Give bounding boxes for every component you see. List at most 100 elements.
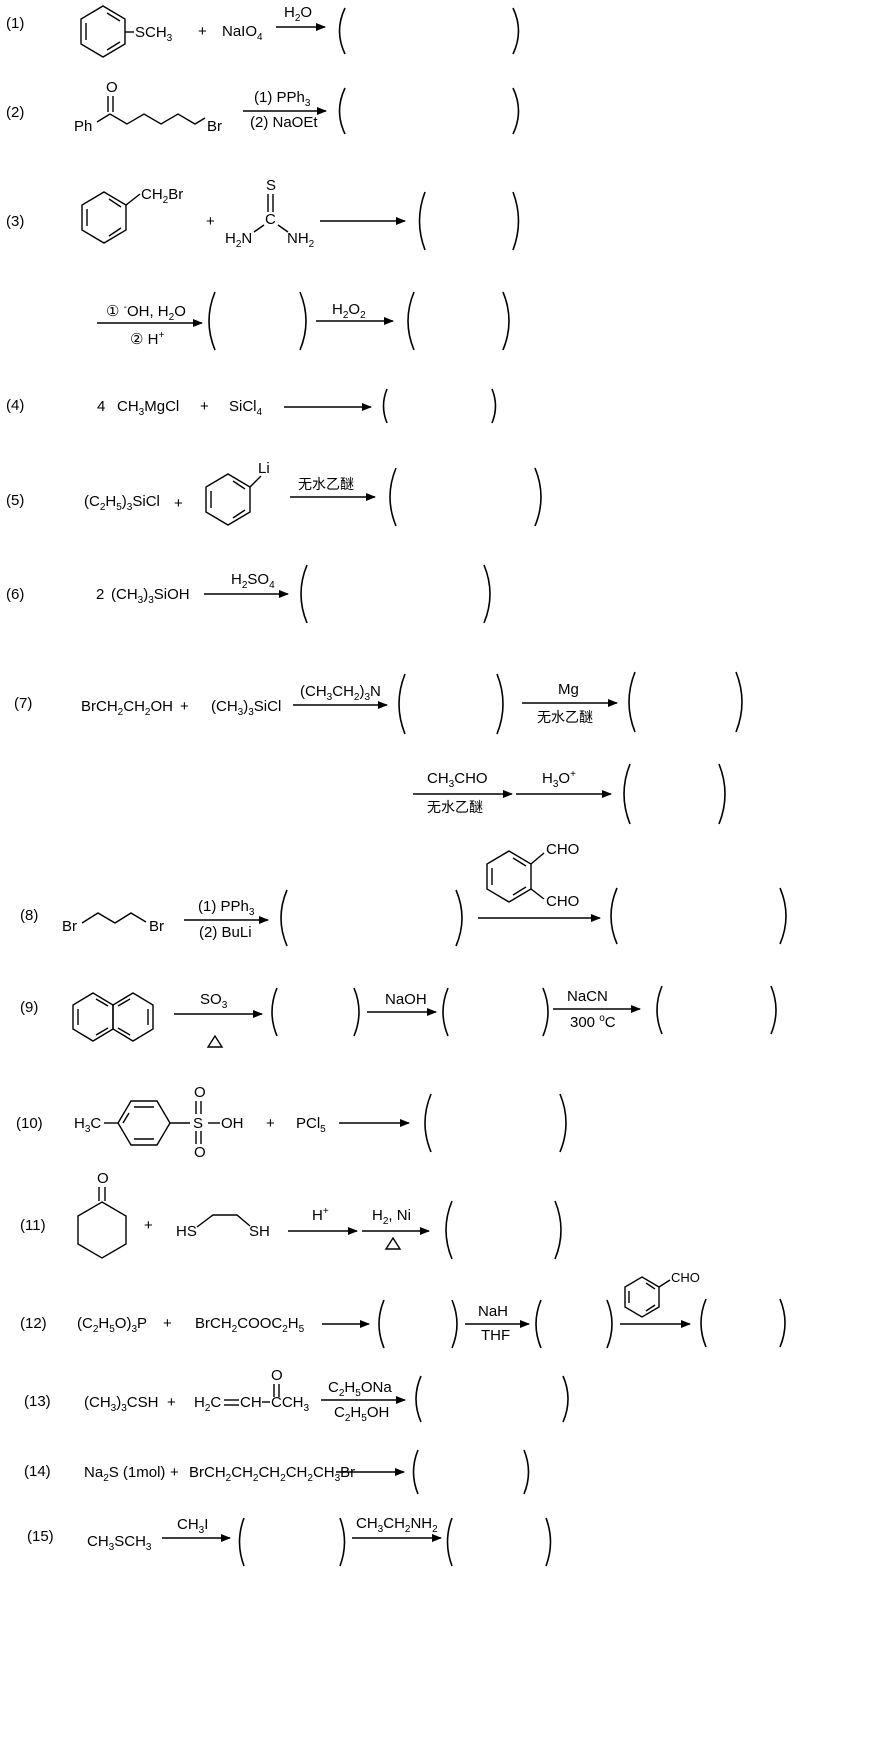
answer-blank bbox=[238, 1517, 346, 1567]
amino-left: H2N bbox=[225, 230, 252, 250]
thiourea-bonds bbox=[253, 194, 289, 233]
reaction-number: (10) bbox=[16, 1115, 43, 1132]
toluene-ring bbox=[104, 1100, 190, 1146]
answer-blank bbox=[338, 87, 520, 135]
reaction-number: (7) bbox=[14, 695, 32, 712]
condition-2: ② H+ bbox=[130, 330, 164, 348]
answer-blank bbox=[407, 291, 510, 351]
condition-1: (1) PPh3 bbox=[254, 89, 311, 109]
plus-sign: + bbox=[180, 698, 189, 715]
oxygen-label: O bbox=[194, 1084, 206, 1101]
reaction-number: (4) bbox=[6, 397, 24, 414]
condition-2: (2) NaOEt bbox=[250, 114, 318, 131]
condition-triethylamine: (CH3CH2)3N bbox=[300, 683, 381, 703]
bromo-label: Br bbox=[149, 918, 164, 935]
reagent-sodium-sulfide: Na2S (1mol) bbox=[84, 1464, 165, 1484]
reaction-12: (12) (C2H5O)3P + BrCH2COOC2H5 NaH THF CH… bbox=[20, 1270, 786, 1349]
reagent-tert-butyl-thiol: (CH3)3CSH bbox=[84, 1394, 158, 1414]
carbonyl-oxygen: O bbox=[97, 1170, 109, 1187]
reaction-number: (1) bbox=[6, 15, 24, 32]
reaction-14: (14) Na2S (1mol) + BrCH2CH2CH2CH2CH3Br bbox=[24, 1449, 530, 1495]
answer-blank bbox=[271, 987, 360, 1037]
methylthio-group: SCH3 bbox=[135, 24, 173, 44]
naphthalene bbox=[72, 992, 154, 1042]
reagent-bromoethanol: BrCH2CH2OH bbox=[81, 698, 173, 718]
reaction-6: (6) 2 (CH3)3SiOH H2SO4 bbox=[6, 564, 491, 624]
benzyl-bromide-label: CH2Br bbox=[141, 186, 183, 206]
answer-blank bbox=[623, 763, 726, 825]
oxygen-label: O bbox=[194, 1144, 206, 1161]
reaction-number: (13) bbox=[24, 1393, 51, 1410]
propane-chain bbox=[81, 912, 147, 924]
reaction-15: (15) CH3SCH3 CH3I CH3CH2NH2 bbox=[27, 1515, 552, 1567]
condition-methyl-iodide: CH3I bbox=[177, 1516, 208, 1536]
coefficient: 2 bbox=[96, 586, 104, 603]
carbonyl-oxygen: O bbox=[106, 79, 118, 96]
reaction-number: (8) bbox=[20, 907, 38, 924]
vinyl-carbon-label: H2C bbox=[194, 1394, 221, 1414]
vinyl-ketone-bonds bbox=[224, 1384, 280, 1406]
phenyl-label: Ph bbox=[74, 118, 92, 135]
answer-blank bbox=[628, 671, 743, 733]
sulfonyl-bonds bbox=[195, 1101, 220, 1144]
phthalaldehyde-ring bbox=[486, 850, 545, 903]
reaction-number: (2) bbox=[6, 104, 24, 121]
condition-anhydrous-ether: 无水乙醚 bbox=[537, 710, 593, 726]
plus-sign: + bbox=[198, 23, 207, 40]
condition-ethylamine: CH3CH2NH2 bbox=[356, 1515, 438, 1535]
plus-sign: + bbox=[266, 1115, 275, 1132]
reagent-triethylchlorosilane: (C2H5)3SiCl bbox=[84, 493, 160, 513]
condition-3: H2O2 bbox=[332, 301, 366, 321]
reaction-number: (9) bbox=[20, 999, 38, 1016]
thiourea-sulfur: S bbox=[266, 177, 276, 194]
reagent-triethyl-phosphite: (C2H5O)3P bbox=[77, 1315, 147, 1335]
plus-sign: + bbox=[167, 1394, 176, 1411]
methyl-label: H3C bbox=[74, 1115, 101, 1135]
answer-blank bbox=[389, 467, 542, 527]
reaction-7: (7) BrCH2CH2OH + (CH3)3SiCl (CH3CH2)3N M… bbox=[14, 671, 743, 825]
condition-hydrogenation: H2, Ni bbox=[372, 1207, 411, 1227]
condition-1: ① -OH, H2O bbox=[106, 302, 186, 323]
reagent-ch3mgcl: CH3MgCl bbox=[117, 398, 179, 418]
reaction-10: (10) H3C O S O OH + PCl5 bbox=[16, 1084, 567, 1161]
plus-sign: + bbox=[174, 495, 183, 512]
condition-anhydrous-ether: 无水乙醚 bbox=[298, 477, 354, 493]
bromo-label: Br bbox=[62, 918, 77, 935]
reaction-8: (8) Br Br (1) PPh3 (2) BuLi CHO CHO bbox=[20, 841, 787, 947]
reagent-trimethylchlorosilane: (CH3)3SiCl bbox=[211, 698, 281, 718]
coefficient: 4 bbox=[97, 398, 105, 415]
reaction-5: (5) (C2H5)3SiCl + Li 无水乙醚 bbox=[6, 460, 542, 527]
condition-anhydrous-ether: 无水乙醚 bbox=[427, 800, 483, 816]
answer-blank bbox=[280, 889, 463, 947]
condition-sodium-ethoxide: C2H5ONa bbox=[328, 1379, 392, 1399]
thiol-label: HS bbox=[176, 1223, 197, 1240]
answer-blank bbox=[415, 1375, 569, 1423]
condition-nah: NaH bbox=[478, 1303, 508, 1320]
reagent-dimethyl-sulfide: CH3SCH3 bbox=[87, 1533, 152, 1553]
benzaldehyde-ring bbox=[624, 1276, 671, 1318]
hydroxyl-label: OH bbox=[221, 1115, 244, 1132]
answer-blank bbox=[535, 1299, 613, 1349]
reaction-number: (12) bbox=[20, 1315, 47, 1332]
condition-1: (1) PPh3 bbox=[198, 898, 255, 918]
aldehyde-label: CHO bbox=[671, 1270, 700, 1285]
condition-ethanol: C2H5OH bbox=[334, 1404, 389, 1424]
reagent-trimethylsilanol: (CH3)3SiOH bbox=[111, 586, 190, 606]
reaction-2: (2) O Ph Br (1) PPh3 (2) NaOEt bbox=[6, 79, 520, 135]
reaction-number: (14) bbox=[24, 1463, 51, 1480]
heat-triangle-icon bbox=[384, 1236, 402, 1250]
condition-magnesium: Mg bbox=[558, 681, 579, 698]
condition-thf: THF bbox=[481, 1327, 510, 1344]
reaction-3: (3) CH2Br + S C H2N NH2 ① -OH, H2O ② H+ … bbox=[6, 177, 520, 351]
reagent-sicl4: SiCl4 bbox=[229, 398, 263, 418]
condition-2: (2) BuLi bbox=[199, 924, 252, 941]
bromopentyl-ketone-skeleton bbox=[96, 96, 206, 125]
condition-so3: SO3 bbox=[200, 991, 228, 1011]
reaction-1: (1) SCH3 + NaIO4 H2O bbox=[6, 4, 520, 58]
reaction-number: (6) bbox=[6, 586, 24, 603]
benzene-ring bbox=[80, 5, 134, 58]
condition-water: H2O bbox=[284, 4, 312, 24]
vinyl-ch-label: CH bbox=[240, 1394, 262, 1411]
answer-blank bbox=[412, 1449, 530, 1495]
aldehyde-label: CHO bbox=[546, 841, 579, 858]
